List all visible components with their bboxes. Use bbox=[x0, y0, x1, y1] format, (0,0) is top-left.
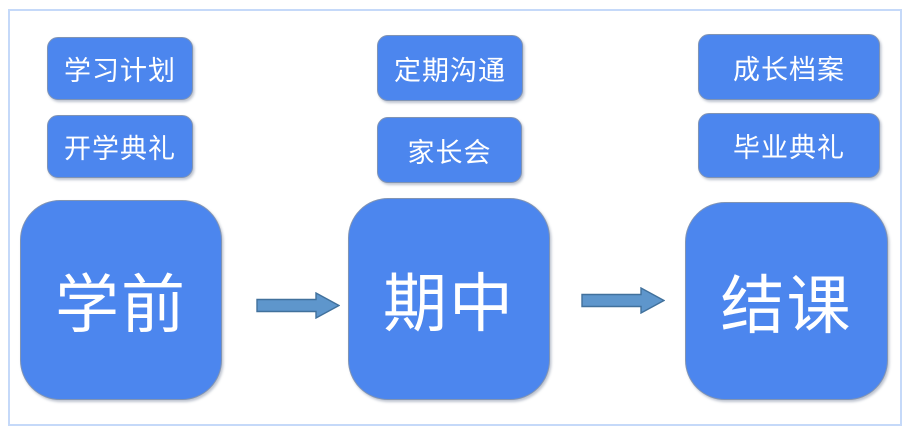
tag-growth-archive: 成长档案 bbox=[698, 34, 880, 100]
flow-arrow-icon bbox=[256, 292, 340, 319]
tag-parent-meeting: 家长会 bbox=[377, 117, 522, 183]
tag-study-plan: 学习计划 bbox=[47, 37, 193, 100]
stage-end-course: 结课 bbox=[685, 202, 888, 400]
tag-regular-communication: 定期沟通 bbox=[377, 35, 523, 101]
stage-mid-term: 期中 bbox=[348, 198, 550, 400]
flow-arrow-icon bbox=[581, 287, 665, 314]
diagram-frame bbox=[8, 9, 902, 426]
tag-graduation-ceremony: 毕业典礼 bbox=[698, 113, 880, 178]
tag-opening-ceremony: 开学典礼 bbox=[47, 115, 193, 178]
stage-pre-course: 学前 bbox=[20, 200, 222, 400]
